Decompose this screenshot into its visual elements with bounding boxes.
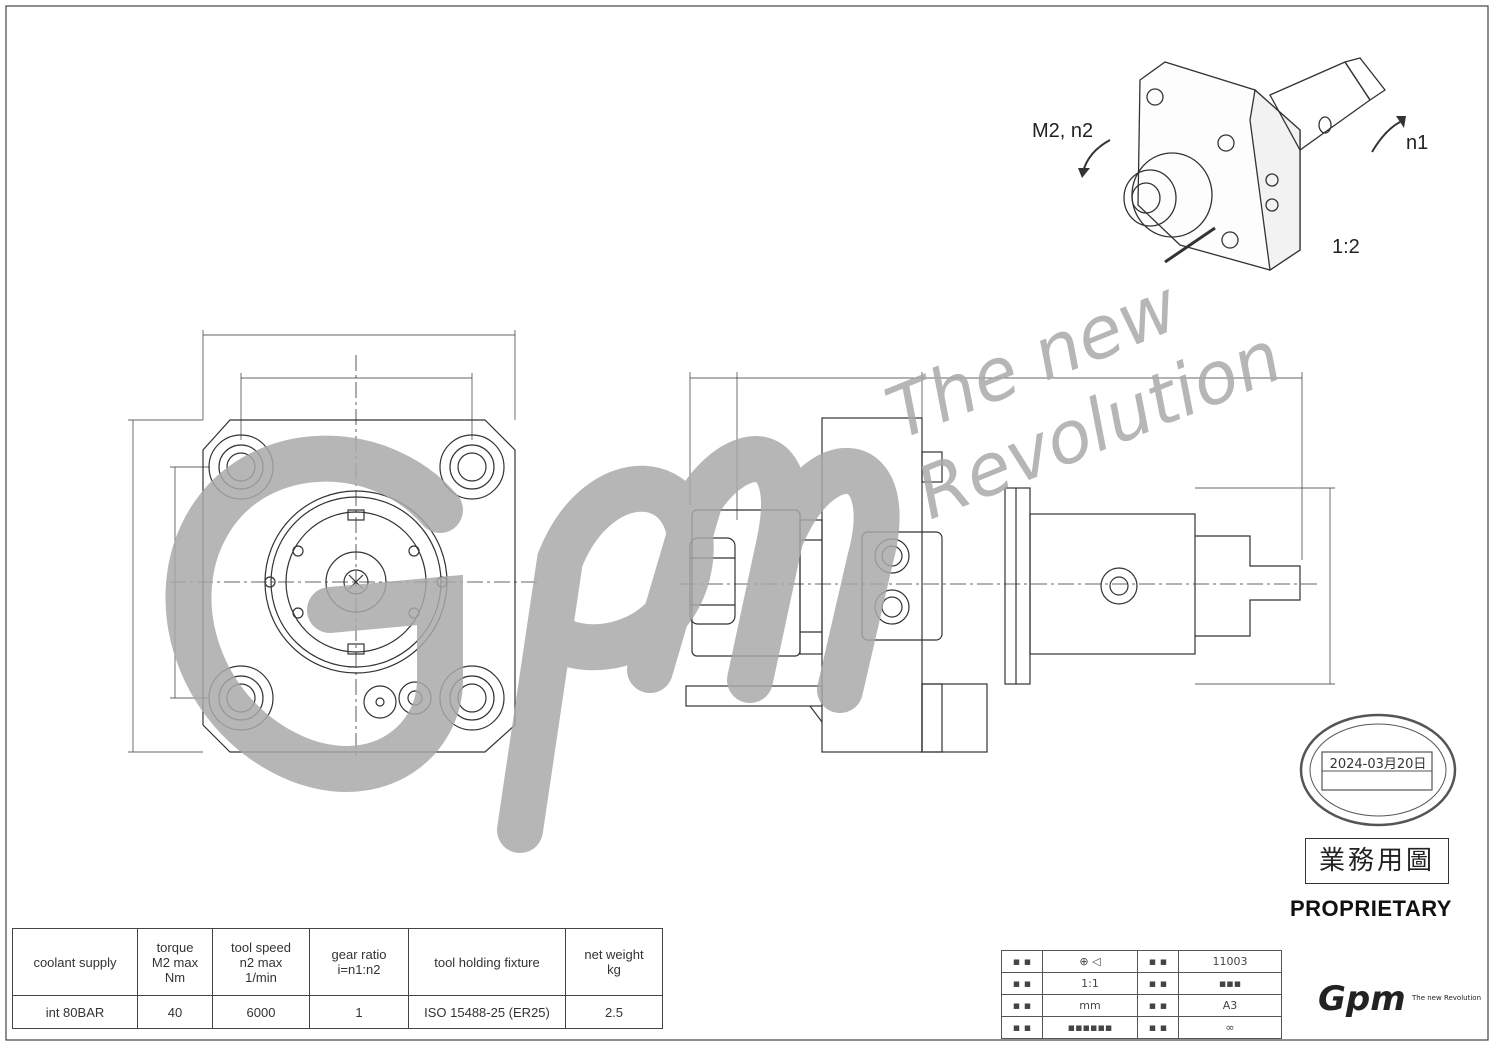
tb-cell: ▪ ▪ xyxy=(1001,1016,1043,1039)
tb-cell: ▪ ▪ xyxy=(1001,950,1043,973)
drawing-number: 11003 xyxy=(1178,950,1282,973)
value-gear-ratio: 1 xyxy=(309,995,409,1029)
isometric-view xyxy=(1123,57,1386,272)
arrow-m2-n2 xyxy=(1082,139,1111,173)
side-view xyxy=(680,372,1335,753)
tb-cell: ▪ ▪ xyxy=(1001,972,1043,995)
tb-cell: ▪▪▪▪▪▪ xyxy=(1042,1016,1138,1039)
watermark-g-shape xyxy=(165,435,463,792)
logo-cell xyxy=(1282,951,1469,1039)
tb-infinity: ∞ xyxy=(1178,1016,1282,1039)
arrow-n1 xyxy=(1371,121,1401,153)
tb-cell: ▪ ▪ xyxy=(1137,1016,1179,1039)
rotation-arrows xyxy=(1078,116,1406,178)
tb-cell: ▪ ▪ xyxy=(1137,994,1179,1017)
title-block-logo: Gpm The new Revolution xyxy=(1318,979,1481,1019)
value-speed: 6000 xyxy=(212,995,310,1029)
approval-stamp xyxy=(1299,713,1457,827)
stamp-date: 2024-03月20日 xyxy=(1329,757,1427,772)
tb-unit: mm xyxy=(1042,994,1138,1017)
watermark-m-shape xyxy=(627,436,900,713)
tb-scale: 1:1 xyxy=(1042,972,1138,995)
header-coolant: coolant supply xyxy=(12,928,138,996)
iso-scale-label: 1:2 xyxy=(1332,236,1360,258)
projection-icon: ⊕ ◁ xyxy=(1042,950,1138,973)
header-fixture: tool holding fixture xyxy=(408,928,566,996)
tb-cell: ▪ ▪ xyxy=(1137,950,1179,973)
tb-paper: A3 xyxy=(1178,994,1282,1017)
iso-label-m2-n2: M2, n2 xyxy=(1032,120,1094,142)
stamp-box-text: 業務用圖 xyxy=(1305,838,1449,884)
logo-subtext: The new Revolution xyxy=(1411,994,1481,1002)
tb-cell: ▪ ▪ xyxy=(1137,972,1179,995)
title-block: ▪ ▪ ⊕ ◁ ▪ ▪ 11003 ▪ ▪ 1:1 ▪ ▪ ▪▪▪ ▪ ▪ mm… xyxy=(1001,950,1468,1039)
value-weight: 2.5 xyxy=(565,995,663,1029)
value-coolant: int 80BAR xyxy=(12,995,138,1029)
sheet-border xyxy=(5,5,1489,1041)
tb-cell: ▪ ▪ xyxy=(1001,994,1043,1017)
logo-text: Gpm xyxy=(1318,979,1406,1019)
watermark: The new Revolution xyxy=(165,263,1293,853)
value-fixture: ISO 15488-25 (ER25) xyxy=(408,995,566,1029)
value-torque: 40 xyxy=(137,995,213,1029)
iso-label-n1: n1 xyxy=(1406,132,1429,154)
proprietary-label: PROPRIETARY xyxy=(1290,896,1452,921)
tb-cell: ▪▪▪ xyxy=(1178,972,1282,995)
